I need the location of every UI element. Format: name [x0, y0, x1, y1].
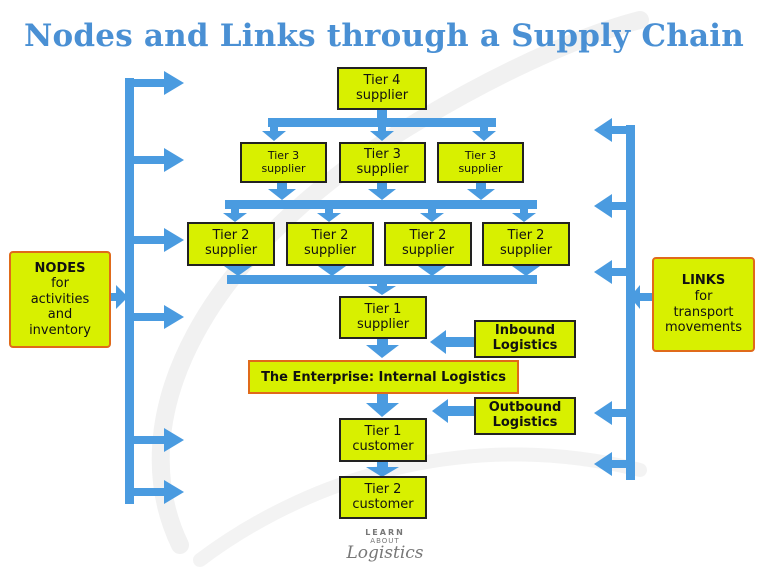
links-line: for	[694, 288, 713, 304]
tier2-feed-arrow	[512, 208, 536, 222]
logo-about: ABOUT	[370, 537, 400, 545]
links-arrow	[594, 452, 626, 476]
box-line: Tier 2	[364, 481, 402, 497]
box-line: supplier	[355, 87, 409, 103]
links-heading: LINKS	[681, 273, 726, 289]
tier2-down-arrow	[418, 266, 446, 276]
box-line: supplier	[356, 316, 410, 332]
nodes-feed-arrow	[110, 285, 128, 309]
tier2-distribution-bar	[225, 200, 537, 209]
links-legend-box: LINKS for transport movements	[652, 257, 755, 352]
box-line: Tier 2	[507, 228, 545, 244]
tier2-feed-arrow	[420, 208, 444, 222]
tier4-stem	[377, 109, 387, 123]
nodes-arrow	[134, 228, 184, 252]
tier3-feed-arrow	[370, 126, 394, 141]
links-arrow	[594, 118, 626, 142]
box-line: Tier 3	[464, 148, 497, 162]
box-line: Tier 2	[212, 228, 250, 244]
box-line: supplier	[356, 161, 409, 177]
box-line: supplier	[204, 243, 258, 258]
tier2-feed-arrow	[317, 208, 341, 222]
nodes-arrow	[134, 148, 184, 172]
box-line: Tier 2	[409, 228, 447, 244]
enterprise-to-customer-arrow	[366, 394, 399, 417]
logo-word: Logistics	[346, 543, 424, 563]
box-line: Inbound	[494, 323, 556, 339]
links-feed-arrow	[630, 285, 652, 309]
background-swoosh-2	[193, 447, 647, 567]
links-arrow	[594, 260, 626, 284]
outbound-arrow	[432, 399, 474, 423]
nodes-line: activities	[30, 291, 90, 307]
tier2-down-arrow	[224, 266, 252, 276]
box-line: supplier	[303, 243, 357, 258]
tier3-down-arrow	[368, 183, 396, 200]
box-line: Tier 1	[364, 301, 402, 317]
nodes-spine	[125, 78, 134, 504]
tier3-supplier-box: Tier 3 supplier	[240, 142, 327, 183]
box-line: Logistics	[492, 415, 558, 430]
tier3-supplier-box: Tier 3 supplier	[339, 142, 426, 183]
inbound-logistics-box: Inbound Logistics	[474, 320, 576, 358]
box-line: supplier	[458, 161, 503, 175]
links-arrow	[594, 401, 626, 425]
tier3-feed-arrow	[262, 126, 286, 141]
tier2-down-arrow	[512, 266, 540, 276]
tier2-feed-arrow	[223, 208, 247, 222]
box-line: supplier	[401, 243, 455, 258]
links-line: transport	[673, 304, 734, 320]
box-line: supplier	[499, 243, 553, 258]
inbound-arrow	[430, 330, 474, 354]
tier1-to-enterprise-arrow	[366, 337, 399, 358]
box-line: Logistics	[492, 338, 558, 353]
links-line: movements	[664, 320, 743, 336]
links-arrow	[594, 194, 626, 218]
outbound-logistics-box: Outbound Logistics	[474, 397, 576, 435]
tier2-supplier-box: Tier 2 supplier	[286, 222, 374, 266]
tier2-down-arrow	[318, 266, 346, 276]
tier1-collector-bar	[227, 275, 537, 284]
tier2-supplier-box: Tier 2 supplier	[384, 222, 472, 266]
tier3-down-arrow	[467, 183, 495, 200]
tier3-feed-arrow	[472, 126, 496, 141]
tier1-customer-box: Tier 1 customer	[339, 418, 427, 462]
links-spine	[626, 125, 635, 480]
page-title: Nodes and Links through a Supply Chain	[24, 18, 744, 54]
box-line: Tier 3	[267, 148, 300, 162]
nodes-arrow	[134, 428, 184, 452]
nodes-line: for	[51, 276, 69, 292]
customer-to-customer-arrow	[366, 462, 399, 477]
box-line: customer	[352, 496, 414, 512]
nodes-legend-box: NODES for activities and inventory	[9, 251, 111, 348]
nodes-line: and	[47, 307, 73, 323]
logo-top: LEARN	[365, 528, 405, 537]
box-line: Outbound	[488, 400, 562, 416]
nodes-heading: NODES	[34, 260, 86, 276]
learn-about-logistics-logo: LEARN ABOUT Logistics	[330, 528, 440, 568]
tier2-supplier-box: Tier 2 supplier	[482, 222, 570, 266]
tier2-customer-box: Tier 2 customer	[339, 476, 427, 519]
box-line: Tier 2	[311, 228, 349, 244]
tier2-supplier-box: Tier 2 supplier	[187, 222, 275, 266]
nodes-arrow	[134, 71, 184, 95]
nodes-arrow	[134, 480, 184, 504]
tier4-supplier-box: Tier 4 supplier	[337, 67, 427, 110]
box-line: supplier	[261, 161, 306, 175]
box-line: Tier 3	[364, 146, 401, 162]
tier3-down-arrow	[268, 183, 296, 200]
tier3-supplier-box: Tier 3 supplier	[437, 142, 524, 183]
box-line: Tier 1	[364, 424, 402, 440]
enterprise-box: The Enterprise: Internal Logistics	[248, 360, 519, 394]
box-line: customer	[352, 439, 414, 454]
box-line: Tier 4	[363, 72, 401, 88]
tier3-distribution-bar	[268, 118, 496, 127]
tier1-supplier-box: Tier 1 supplier	[339, 296, 427, 339]
tier1-feed-arrow	[368, 283, 396, 295]
nodes-line: inventory	[29, 322, 91, 338]
nodes-arrow	[134, 305, 184, 329]
